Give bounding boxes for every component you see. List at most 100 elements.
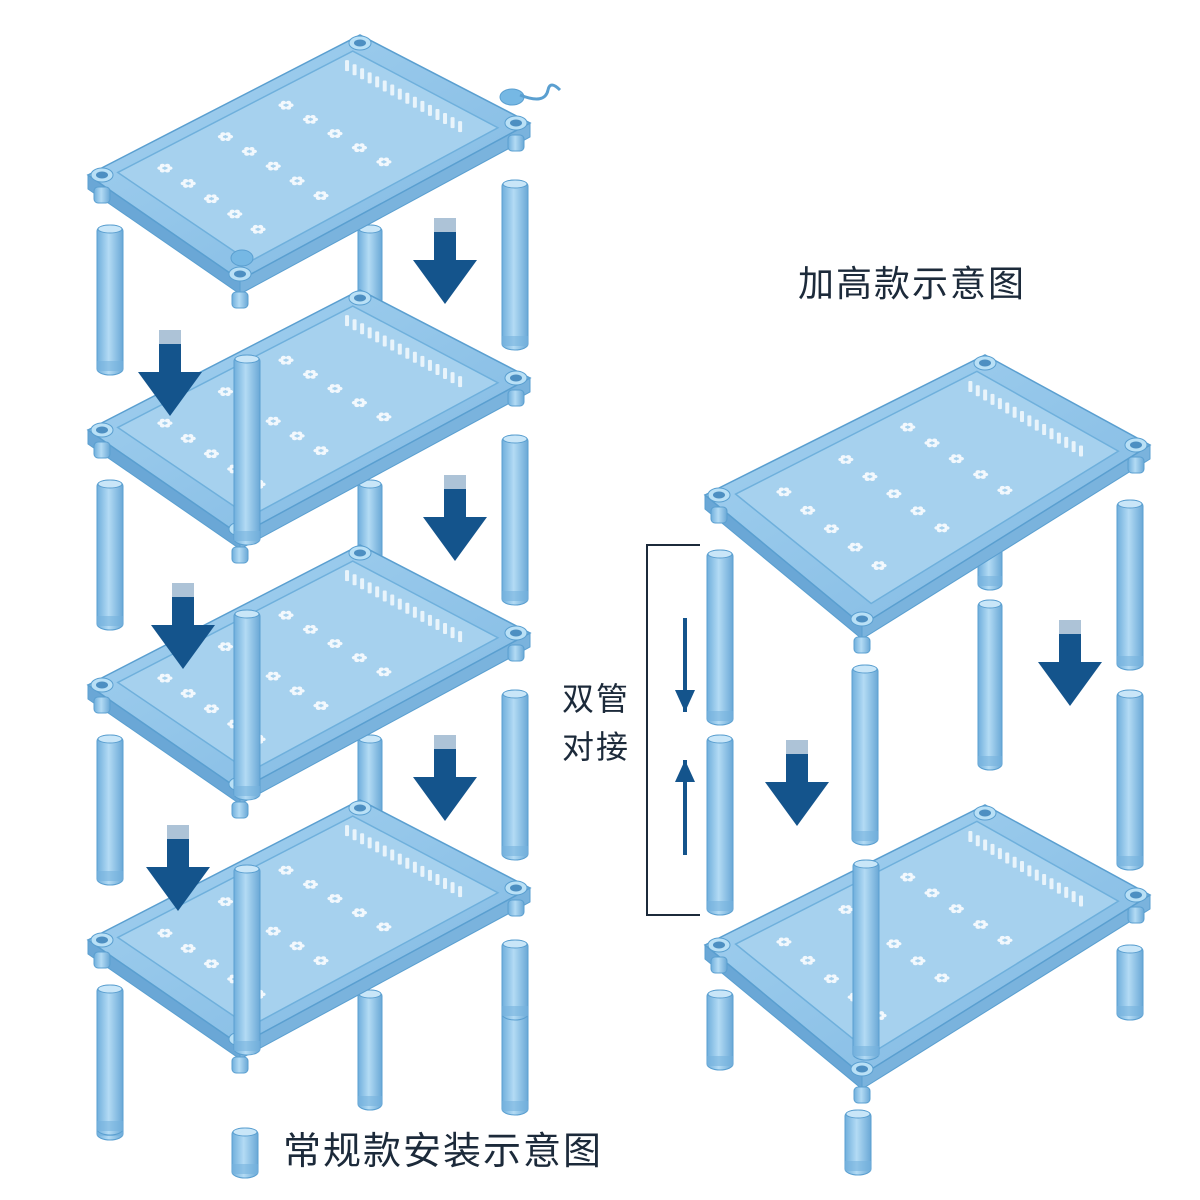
support-tube-right [502,690,528,860]
support-tube-front-left [97,225,123,375]
tube-cap [503,690,527,698]
drain-slot [458,121,462,132]
arrow-head [675,760,695,782]
drain-slot [1064,887,1068,898]
tube-ring [234,786,260,796]
tube-body [97,480,123,630]
tube-body [97,735,123,885]
dual-tube-label: 双管 对接 [562,675,630,771]
drain-slot [1057,883,1061,894]
tube-ring [978,576,1002,586]
support-tube-right [502,180,528,350]
drain-slot [353,64,357,75]
tube-ring [707,901,733,911]
drain-slot [435,874,439,885]
arrow-shaft [1059,634,1081,664]
corner-socket [708,488,730,502]
tube-cap [235,355,259,363]
corner-socket [91,423,113,437]
drain-slot [345,825,349,836]
tube-cap [98,480,122,488]
arrow-shaft [159,344,181,374]
corner-socket [349,546,371,560]
tube-ring [707,711,733,721]
drain-slot [375,841,379,852]
shelf-foot [232,547,248,563]
tube-body [97,225,123,375]
corner-socket [505,116,527,130]
drain-slot [420,356,424,367]
drain-slot [413,352,417,363]
drain-slot [428,615,432,626]
heightened-shelf-bottom [705,805,1150,1103]
tube-cap [98,735,122,743]
support-tube-center [853,860,879,1060]
bottom-tube-left [707,990,733,1070]
drain-slot [405,858,409,869]
drain-slot [375,331,379,342]
drain-slot [451,372,455,383]
down-arrow-8 [765,740,829,826]
dual-tube-line2: 对接 [562,723,630,771]
drain-slot [1064,437,1068,448]
tube-ring [845,1161,871,1171]
heightened-shelf-top [705,355,1150,653]
drain-slot [360,323,364,334]
support-tube-right [502,435,528,605]
support-tube-front-left [97,735,123,885]
drain-slot [983,840,987,851]
corner-socket [349,36,371,50]
drain-slot [390,595,394,606]
tube-cap [235,865,259,873]
small-down-arrow [675,618,695,712]
drain-slot [345,315,349,326]
drain-slot [390,340,394,351]
drain-slot [413,97,417,108]
corner-socket [851,1062,873,1076]
drain-slot [443,623,447,634]
drain-slot [428,360,432,371]
drain-slot [443,368,447,379]
tube-body [707,550,733,725]
drain-slot [390,850,394,861]
tube-body [234,610,260,800]
shelf-foot [94,187,110,203]
arrow-head [675,690,695,712]
corner-socket [91,168,113,182]
tube-cap [854,860,878,868]
drain-slot [451,627,455,638]
shelf-foot [94,442,110,458]
drain-slot [1027,415,1031,426]
down-arrow-5 [413,735,477,821]
corner-socket [974,356,996,370]
drain-slot [345,60,349,71]
arrow-shaft [434,232,456,262]
drain-slot [998,398,1002,409]
drain-slot [398,854,402,865]
drain-slot [353,574,357,585]
shelf-foot [232,1057,248,1073]
corner-socket [851,612,873,626]
lower-tube-front-left [707,735,733,915]
tube-ring [1117,1006,1143,1016]
lower-tube-right [1117,690,1143,870]
drain-slot [998,848,1002,859]
tube-cap [846,1110,870,1118]
support-tube-right [502,940,528,1020]
tube-cap [235,610,259,618]
arrow-head [423,517,487,561]
tube-cap [1118,945,1142,953]
tube-ring [853,1046,879,1056]
support-tube-front-left [97,985,123,1135]
tube-ring [97,1121,123,1131]
shelf-foot [508,645,524,661]
drain-slot [1020,861,1024,872]
corner-socket [349,801,371,815]
tube-body [853,860,879,1060]
drain-slot [435,109,439,120]
drain-slot [405,603,409,614]
heightened-version-title: 加高款示意图 [798,255,1026,307]
shelf-foot [508,135,524,151]
arrow-shaft [786,754,808,784]
